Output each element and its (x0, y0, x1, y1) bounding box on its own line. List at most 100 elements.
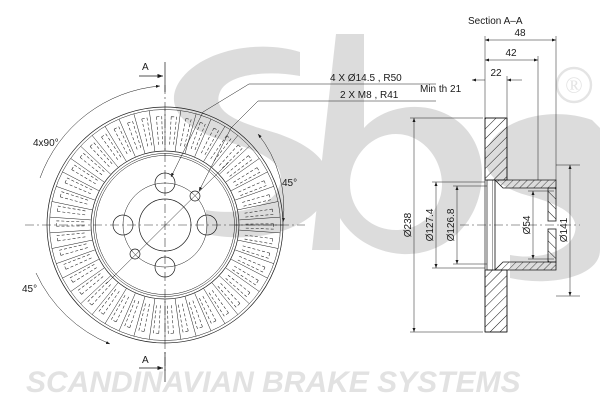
vane-rib (174, 298, 181, 340)
vane-pocket (77, 273, 101, 295)
vane-pocket (124, 299, 136, 328)
vane-rib (91, 282, 119, 315)
vane-hidden-edge (171, 305, 174, 334)
vane-rib (104, 288, 127, 324)
vane-pocket (63, 253, 91, 270)
section-hat-web-bottom (494, 261, 557, 271)
callout-m8-spec: 2 X M8 , R41 (340, 90, 399, 101)
vane-rib (149, 298, 156, 340)
front-view: 4 X Ø14.5 , R50 2 X M8 , R41 4x90° 45° 4… (22, 62, 436, 382)
bolt-hole-top (154, 172, 176, 194)
registered-trademark-icon: ® (555, 66, 593, 104)
vane-pocket (231, 269, 259, 286)
vane-rib (56, 186, 95, 201)
vane-rib (62, 171, 99, 191)
vane-pocket (59, 191, 89, 201)
vane-pocket (57, 205, 86, 212)
vane-hidden-edge (65, 257, 92, 270)
vane-pocket (71, 164, 99, 181)
section-view-title: Section A–A (468, 16, 523, 27)
vane-hidden-edge (158, 305, 161, 334)
vane-pocket (59, 243, 87, 256)
vane-pocket (199, 297, 217, 324)
section-outer-plate-bottom (484, 269, 508, 333)
leader-m8-hole (198, 100, 336, 192)
vane-rib (51, 239, 93, 249)
registered-mark-glyph: ® (565, 73, 582, 98)
vane-pocket (208, 292, 229, 317)
section-marker-bottom: A (139, 352, 166, 382)
section-marker-top: A (139, 62, 166, 92)
bolt-hole-bottom (154, 256, 176, 278)
vane-pocket (101, 133, 122, 158)
vane-hidden-edge (192, 300, 203, 327)
section-hat-rim-top (547, 187, 557, 222)
vane-rib (194, 293, 212, 332)
vane-hidden-edge (57, 236, 86, 242)
vane-rib (51, 201, 93, 211)
vane-hidden-edge (91, 284, 111, 306)
section-geometry (460, 117, 580, 333)
vane-rib (118, 293, 136, 332)
angle-dimension-right-45: 45° (235, 133, 297, 226)
m8-hole-lower-left (129, 248, 141, 260)
angle-label-4x90: 4x90° (33, 138, 59, 149)
dim-label-126-8: Ø126.8 (446, 208, 457, 241)
vane-pocket (56, 220, 85, 227)
dim-label-238: Ø238 (403, 212, 414, 237)
vane-pocket (184, 118, 192, 147)
vane-rib (235, 186, 274, 201)
vane-pocket (69, 263, 95, 283)
vane-pocket (64, 177, 93, 191)
angle-arc-right-45 (257, 133, 285, 223)
vane-pocket (217, 285, 241, 308)
vane-rib (184, 113, 197, 154)
section-hat-web-top (494, 179, 557, 189)
vane-hidden-edge (156, 116, 159, 145)
vane-pocket (245, 223, 274, 230)
vane-hidden-edge (169, 116, 172, 145)
vane-pocket (221, 144, 243, 169)
vane-hidden-edge (143, 303, 150, 332)
hat-outer-diameter (95, 155, 235, 295)
m8-hole-upper-right (189, 190, 201, 202)
front-view-callouts: 4 X Ø14.5 , R50 2 X M8 , R41 (326, 73, 436, 102)
vane-rib (235, 249, 274, 264)
vane-pocket (127, 121, 142, 149)
vane-hidden-edge (57, 211, 86, 216)
dim-label-141: Ø141 (559, 217, 570, 242)
angle-arc-4x90 (39, 84, 161, 179)
section-hat-rim-bottom (547, 228, 557, 263)
vane-hidden-edge (181, 303, 189, 332)
vane-pocket (171, 116, 177, 145)
section-view: Section A–A (403, 16, 580, 333)
vane-rib (239, 229, 281, 234)
vane-rib (80, 145, 111, 175)
section-horizontal-dimensions: 48 42 22 Min th 21 (420, 28, 557, 180)
vane-pocket (79, 152, 105, 173)
dim-label-22: 22 (490, 68, 502, 79)
vane-rib (219, 275, 250, 305)
vane-pocket (167, 305, 174, 334)
section-label-top: A (142, 62, 149, 73)
vane-rib (203, 126, 226, 162)
leader-bolt-hole (170, 83, 326, 178)
vane-rib (133, 296, 146, 337)
vane-rib (211, 135, 239, 168)
footer-brand-text: SCANDINAVIAN BRAKE SYSTEMS (26, 366, 521, 399)
vane-hidden-edge (226, 155, 249, 174)
vane-pocket (235, 167, 261, 187)
dim-label-48: 48 (514, 28, 526, 39)
angle-arc-left-45 (35, 272, 111, 345)
angle-label-right-45: 45° (282, 178, 297, 189)
vane-rib (231, 259, 268, 279)
vane-pocket (153, 305, 159, 334)
vane-pocket (111, 294, 126, 323)
vane-pocket (188, 301, 203, 329)
vane-pocket (141, 117, 152, 146)
vane-hidden-edge (180, 118, 187, 147)
vane-hidden-edge (115, 296, 129, 323)
vane-hidden-edge (127, 123, 138, 150)
vane-pocket (194, 122, 206, 151)
